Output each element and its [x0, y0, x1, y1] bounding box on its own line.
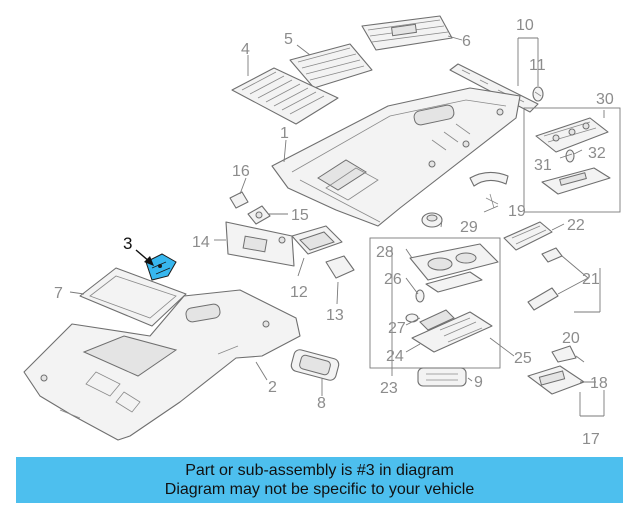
part-13-cover: [325, 255, 355, 279]
callout-19: 19: [508, 203, 526, 220]
part-1-headliner: [271, 87, 521, 227]
banner-line-disclaimer: Diagram may not be specific to your vehi…: [164, 481, 475, 498]
part-21-lamps: [527, 247, 563, 311]
part-29-knob: [421, 212, 443, 228]
part-4-panel: [231, 67, 339, 125]
callout-1: 1: [280, 125, 289, 142]
info-banner: Part or sub-assembly is #3 in diagram Di…: [16, 457, 623, 503]
callout-3-leader: [135, 249, 154, 266]
callout-8: 8: [317, 395, 326, 412]
callout-22: 22: [567, 217, 585, 234]
callout-10: 10: [516, 17, 534, 34]
callout-7: 7: [54, 285, 63, 302]
part-23-box: [369, 237, 501, 369]
callout-26: 26: [384, 271, 402, 288]
callout-27: 27: [388, 320, 406, 337]
part-5-panel: [289, 43, 373, 89]
part-2-headliner: [23, 289, 301, 441]
callout-9: 9: [474, 374, 483, 391]
callout-18: 18: [590, 375, 608, 392]
part-16-bracket: [229, 191, 249, 209]
leader-lines: [69, 35, 605, 417]
callout-25: 25: [514, 350, 532, 367]
part-30-box: [523, 107, 621, 213]
part-19-handle: [469, 171, 509, 209]
callout-17: 17: [582, 431, 600, 448]
callout-30: 30: [596, 91, 614, 108]
callout-6: 6: [462, 33, 471, 50]
callout-13: 13: [326, 307, 344, 324]
part-18-bulb: [551, 345, 577, 363]
callout-4: 4: [241, 41, 250, 58]
part-3-bracket-highlighted: [145, 253, 177, 281]
part-9-lens: [417, 367, 467, 387]
callout-28: 28: [376, 244, 394, 261]
callout-2: 2: [268, 379, 277, 396]
callout-20: 20: [562, 330, 580, 347]
callout-24: 24: [386, 348, 404, 365]
callout-16: 16: [232, 163, 250, 180]
callout-3: 3: [123, 234, 132, 253]
callout-11: 11: [529, 57, 546, 74]
part-17-lamp: [527, 365, 585, 395]
part-22-console: [503, 221, 553, 251]
banner-line-part-number: Part or sub-assembly is #3 in diagram: [185, 462, 454, 479]
part-7-sunroof-panel: [79, 267, 187, 327]
callout-15: 15: [291, 207, 309, 224]
callout-14: 14: [192, 234, 210, 251]
callout-31: 31: [534, 157, 552, 174]
part-15-clip: [247, 205, 271, 225]
part-12-lamp: [291, 225, 343, 255]
callout-29: 29: [460, 219, 478, 236]
parts-diagram: 1 2 3 4 5 6 7 8 9 10 11 12 13 14 15 16 1…: [23, 15, 621, 448]
callout-21: 21: [582, 271, 600, 288]
callout-labels: 1 2 3 4 5 6 7 8 9 10 11 12 13 14 15 16 1…: [54, 17, 614, 448]
part-6-panel: [361, 15, 453, 51]
callout-32: 32: [588, 145, 606, 162]
callout-12: 12: [290, 284, 308, 301]
callout-5: 5: [284, 31, 293, 48]
part-14-sunvisor: [225, 221, 295, 267]
part-8-lens: [290, 349, 340, 381]
callout-23: 23: [380, 380, 398, 397]
part-11-clip: [532, 86, 544, 102]
